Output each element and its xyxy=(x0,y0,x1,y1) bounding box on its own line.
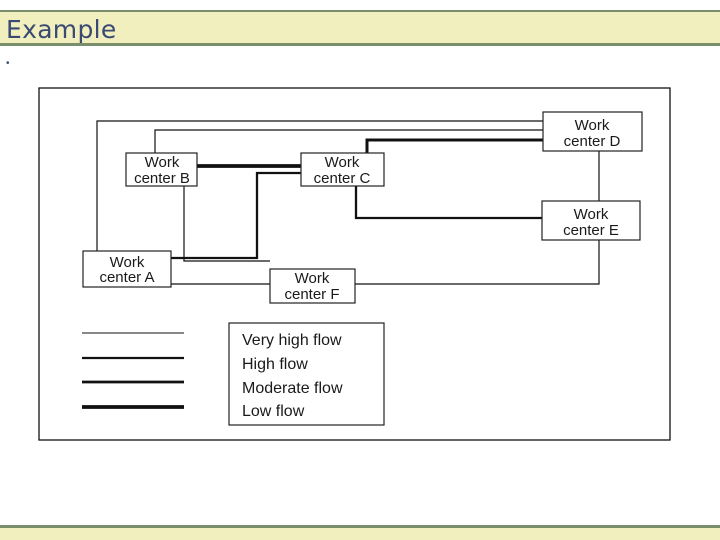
work-center-e: Work center E xyxy=(541,200,641,241)
work-center-b: Work center B xyxy=(125,152,198,187)
bottom-bar xyxy=(0,525,720,540)
flow-line-b-f xyxy=(183,186,270,262)
flow-line-a-d xyxy=(96,120,543,251)
flow-line-c-d xyxy=(365,138,543,153)
work-center-f-line2: center F xyxy=(284,286,339,303)
flow-line-c-e xyxy=(354,186,542,220)
bullet: • xyxy=(6,58,10,69)
legend-item-moderate: Moderate flow xyxy=(242,380,343,397)
work-center-d: Work center D xyxy=(542,111,643,152)
legend: Very high flow High flow Moderate flow L… xyxy=(228,322,385,426)
work-center-d-line1: Work xyxy=(575,117,610,134)
work-center-e-line1: Work xyxy=(574,206,609,223)
work-center-b-line2: center B xyxy=(134,170,190,187)
work-center-a-line1: Work xyxy=(110,254,145,271)
legend-line-samples xyxy=(82,332,184,409)
work-center-c: Work center C xyxy=(300,152,385,187)
flow-line-b-d xyxy=(154,129,543,153)
flow-line-a-c xyxy=(171,171,301,260)
legend-item-low: Low flow xyxy=(242,403,305,420)
work-center-c-line1: Work xyxy=(325,154,360,171)
legend-box xyxy=(228,322,385,426)
work-center-e-line2: center E xyxy=(563,222,619,239)
work-center-d-line2: center D xyxy=(564,133,621,150)
work-center-c-line2: center C xyxy=(314,170,371,187)
work-center-f-line1: Work xyxy=(295,270,330,287)
legend-item-high: High flow xyxy=(242,356,308,373)
legend-item-very-high: Very high flow xyxy=(242,332,342,349)
work-center-a-line2: center A xyxy=(99,269,154,286)
work-center-b-line1: Work xyxy=(145,154,180,171)
title-bar: Example xyxy=(0,10,720,46)
work-center-f: Work center F xyxy=(269,268,356,304)
slide-title: Example xyxy=(6,15,117,44)
flow-lines xyxy=(96,120,600,285)
work-center-a: Work center A xyxy=(82,250,172,288)
